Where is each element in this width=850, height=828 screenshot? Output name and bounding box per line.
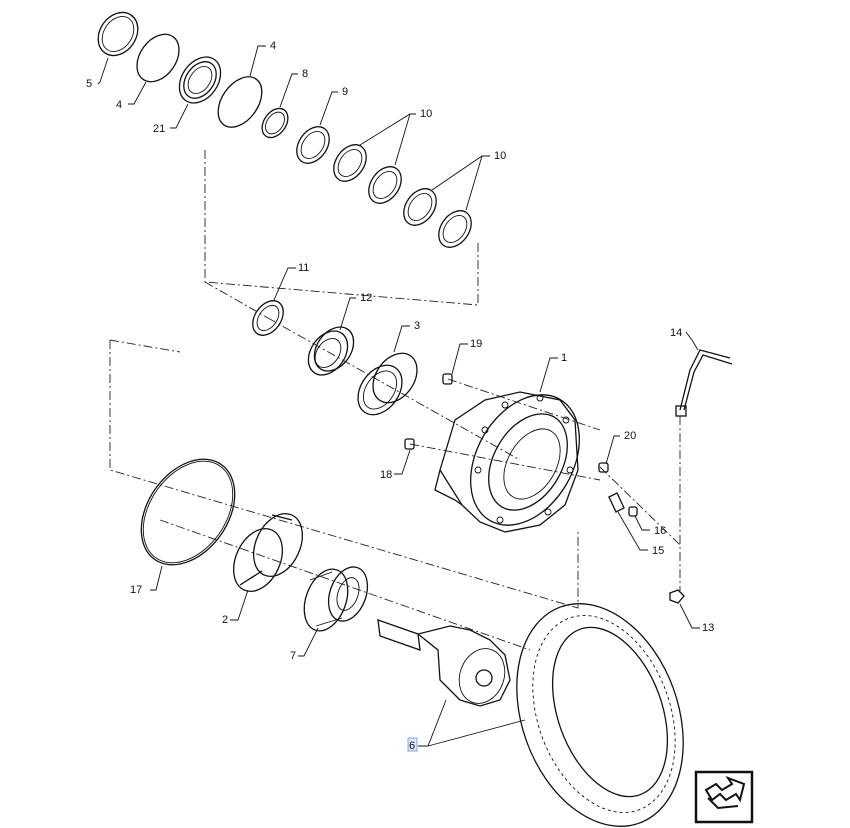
breather-tube-part-14[interactable] [675,349,733,417]
callout-1: 1 [561,352,567,364]
callout-21: 21 [153,123,165,135]
callout-5: 5 [86,78,92,90]
screw-part-18[interactable] [404,438,415,450]
callout-14: 14 [670,327,682,339]
callout-labels: 5 4 21 4 8 9 10 10 11 12 3 19 1 14 20 18… [86,40,714,752]
retaining-ring-part-4b[interactable] [209,69,271,136]
seal-part-21[interactable] [171,49,229,111]
bearing-cup-part-3[interactable] [349,345,426,423]
ring-part-8[interactable] [257,104,293,143]
shim-part-10d[interactable] [432,205,478,254]
shim-part-10c[interactable] [397,183,443,232]
callout-2: 2 [222,614,228,626]
group-bracket-lower [109,340,579,609]
leader-lines [97,45,700,747]
callout-3: 3 [414,320,420,332]
plug-part-20[interactable] [598,462,609,473]
group-bracket-upper [204,150,479,306]
pinion-gear-part-6[interactable] [377,619,512,710]
callout-13: 13 [702,622,714,634]
retaining-ring-part-4a[interactable] [128,26,187,89]
callout-10b: 10 [494,150,506,162]
callout-11: 11 [298,262,309,274]
callout-18: 18 [380,469,392,481]
snap-ring-part-5[interactable] [90,5,146,63]
sensor-part-15[interactable] [608,492,625,513]
shim-part-9[interactable] [290,121,336,170]
shim-part-11[interactable] [246,295,289,341]
callout-15: 15 [652,545,664,557]
screw-part-16[interactable] [628,506,638,517]
shim-part-10a[interactable] [327,139,373,188]
callout-9: 9 [342,86,348,98]
callout-6: 6 [409,740,415,752]
callout-17: 17 [130,584,142,596]
callout-4b: 4 [270,40,276,52]
fitting-part-13[interactable] [669,589,685,604]
callout-6-highlight [407,737,418,752]
screw-part-19[interactable] [442,373,453,385]
o-ring-part-17[interactable] [122,442,254,583]
shim-part-10b[interactable] [362,161,408,210]
seal-part-12[interactable] [300,320,361,383]
callout-7: 7 [290,650,296,662]
ring-gear-part-6[interactable] [487,580,712,828]
bearing-cup-part-2[interactable] [224,506,312,599]
callout-20: 20 [624,430,636,442]
housing-part-1[interactable] [434,375,602,544]
callout-12: 12 [360,292,372,304]
next-page-arrow-icon[interactable] [694,770,754,824]
bearing-cone-part-7[interactable] [296,562,374,637]
callout-10a: 10 [420,108,432,120]
callout-8: 8 [302,68,308,80]
callout-19: 19 [470,338,482,350]
callout-4a: 4 [116,99,122,111]
callout-16: 16 [654,525,666,537]
